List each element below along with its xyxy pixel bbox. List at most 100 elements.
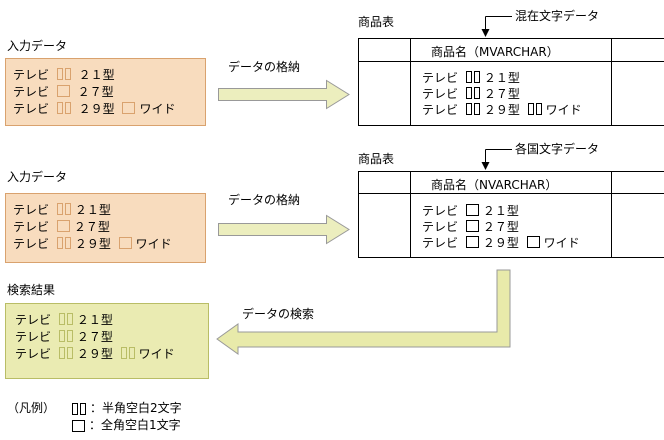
legend-row-fullwidth: ：全角空白1文字 — [7, 417, 182, 434]
table-divider — [611, 172, 612, 257]
halfwidth-space-symbol — [465, 87, 480, 99]
store-arrow-1-icon — [218, 79, 350, 110]
data-row: テレビ ２１型 — [422, 70, 582, 86]
table-title-1: 商品表 — [358, 15, 395, 29]
table-title-2: 商品表 — [358, 152, 395, 166]
row-text: テレビ — [13, 85, 53, 99]
fullwidth-space-symbol — [118, 237, 132, 249]
row-text: ２７型 — [482, 220, 519, 234]
legend: （凡例） ：半角空白2文字 ：全角空白1文字 — [7, 400, 182, 434]
table-body-1: テレビ ２１型テレビ ２７型テレビ ２９型 ワイド — [422, 70, 582, 118]
halfwidth-space-symbol — [120, 347, 135, 359]
store-arrow-2-icon — [218, 214, 350, 245]
row-text: テレビ — [13, 68, 53, 82]
row-text: テレビ — [15, 347, 55, 361]
row-text: テレビ — [422, 87, 462, 101]
data-row: テレビ ２９型 ワイド — [422, 235, 580, 251]
fullwidth-space-symbol — [465, 220, 479, 232]
halfwidth-space-symbol — [58, 330, 73, 342]
table-divider — [611, 39, 612, 125]
fullwidth-space-symbol — [72, 419, 85, 432]
data-row: テレビ ２９型 ワイド — [422, 102, 582, 118]
row-text: テレビ — [13, 102, 53, 116]
input-data-box-1: テレビ ２１型テレビ ２７型テレビ ２９型 ワイド — [5, 58, 206, 126]
row-text: ２１型 — [74, 68, 115, 82]
row-text: ２９型 — [482, 236, 523, 250]
legend-item-label: ：全角空白1文字 — [89, 418, 181, 432]
row-text: ２７型 — [73, 85, 114, 99]
halfwidth-space-symbol — [56, 237, 71, 249]
data-row: テレビ ２９型 ワイド — [13, 101, 205, 118]
row-text: テレビ — [422, 71, 462, 85]
halfwidth-space-symbol — [58, 347, 73, 359]
input-data-label-1: 入力データ — [7, 39, 68, 53]
halfwidth-space-symbol — [56, 102, 71, 114]
data-row: テレビ ２７型 — [422, 219, 580, 235]
halfwidth-space-symbol — [72, 402, 86, 415]
row-text: ２１型 — [76, 313, 113, 327]
table-divider — [410, 172, 411, 257]
product-table-1: 商品名（MVARCHAR） テレビ ２１型テレビ ２７型テレビ ２９型 ワイド — [358, 38, 664, 126]
row-text: ワイド — [135, 237, 172, 251]
column-header-mvarchar: 商品名（MVARCHAR） — [431, 45, 559, 59]
data-row: テレビ ２１型 — [13, 67, 205, 84]
row-text: ワイド — [543, 236, 580, 250]
halfwidth-space-symbol — [58, 313, 73, 325]
search-result-box: テレビ ２１型テレビ ２７型テレビ ２９型 ワイド — [5, 303, 209, 379]
row-text: ２７型 — [483, 87, 520, 101]
data-row: テレビ ２９型 ワイド — [13, 236, 205, 253]
data-row: テレビ ２９型 ワイド — [15, 346, 208, 363]
halfwidth-space-symbol — [527, 103, 542, 115]
row-text: ２７型 — [76, 330, 113, 344]
legend-item-label: ：半角空白2文字 — [90, 401, 182, 415]
row-text: ２９型 — [74, 102, 119, 116]
row-text: テレビ — [422, 204, 462, 218]
halfwidth-space-symbol — [465, 71, 480, 83]
fullwidth-space-symbol — [465, 204, 479, 216]
table-divider — [410, 39, 411, 125]
row-text: ２９型 — [76, 347, 117, 361]
table-header-line — [359, 61, 664, 62]
halfwidth-space-symbol — [56, 68, 71, 80]
row-text: ワイド — [545, 103, 582, 117]
data-row: テレビ ２７型 — [13, 84, 205, 101]
row-text: ２９型 — [74, 237, 115, 251]
row-text: ２１型 — [74, 203, 111, 217]
row-text: ２７型 — [73, 220, 110, 234]
row-text: ワイド — [138, 347, 175, 361]
legend-title: （凡例） — [7, 401, 56, 415]
store-arrow-label-1: データの格納 — [228, 60, 301, 74]
fullwidth-space-symbol — [56, 85, 70, 97]
row-text: テレビ — [13, 237, 53, 251]
input-data-label-2: 入力データ — [7, 170, 68, 184]
table-body-2: テレビ ２１型テレビ ２７型テレビ ２９型 ワイド — [422, 203, 580, 251]
annotation-arrow-1-icon — [481, 16, 512, 37]
row-text: ２１型 — [482, 204, 519, 218]
annotation-arrow-2-icon — [481, 149, 512, 170]
row-text: テレビ — [422, 220, 462, 234]
table-header-line — [359, 193, 664, 194]
row-text: ２１型 — [483, 71, 520, 85]
product-table-2: 商品名（NVARCHAR） テレビ ２１型テレビ ２７型テレビ ２９型 ワイド — [358, 171, 664, 258]
row-text: ワイド — [139, 102, 176, 116]
data-row: テレビ ２１型 — [422, 203, 580, 219]
search-arrow-icon — [216, 269, 511, 355]
row-text: テレビ — [15, 313, 55, 327]
data-row: テレビ ２７型 — [422, 86, 582, 102]
data-row: テレビ ２７型 — [15, 329, 208, 346]
annotation-label-2: 各国文字データ — [515, 142, 600, 156]
fullwidth-space-symbol — [56, 220, 70, 232]
data-row: テレビ ２７型 — [13, 219, 205, 236]
row-text: テレビ — [13, 203, 53, 217]
search-result-label: 検索結果 — [7, 283, 56, 297]
fullwidth-space-symbol — [526, 236, 540, 248]
input-data-box-2: テレビ ２１型テレビ ２７型テレビ ２９型 ワイド — [5, 193, 206, 263]
data-row: テレビ ２１型 — [15, 312, 208, 329]
fullwidth-space-symbol — [122, 102, 136, 114]
annotation-label-1: 混在文字データ — [515, 9, 600, 23]
row-text: テレビ — [422, 236, 462, 250]
row-text: ２９型 — [483, 103, 524, 117]
row-text: テレビ — [13, 220, 53, 234]
halfwidth-space-symbol — [465, 103, 480, 115]
